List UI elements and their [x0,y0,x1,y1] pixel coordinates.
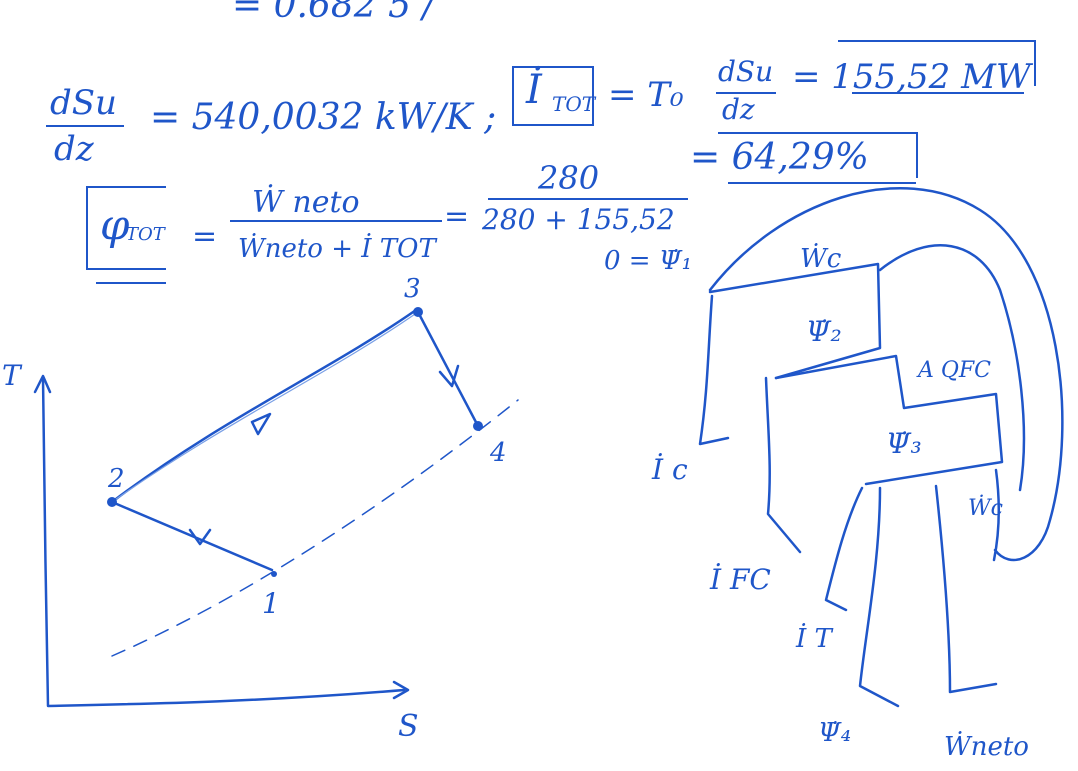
grassmann-wneto: Ẇneto [944,732,1029,762]
s-axis-label: S [398,709,419,744]
grassmann-wc-right: Ẇc [968,496,1003,521]
header-line: = 0.682 5 / [232,0,435,26]
itot-box [512,66,594,126]
grassmann-psi2: Ψ̇₂ [806,315,842,348]
grassmann-jt: İ T [796,624,832,654]
ts-point-3-dot [413,307,423,317]
grassmann-box-wc [708,262,882,380]
ts-point-1-label: 1 [262,587,280,620]
ts-point-4-dot [473,421,483,431]
t-axis-label: T [2,359,21,392]
phi-frac2-num: 280 [538,159,600,197]
grassmann-psi4-leg [858,486,900,708]
phi-frac2-den: 280 + 155,52 [482,203,675,236]
grassmann-jfc: İ FC [710,563,771,596]
itot-result-underline [852,92,1024,94]
process-1-2 [110,500,274,572]
grassmann-jfc-leg [764,376,802,554]
process-2-3 [110,308,418,504]
dsu-value: = 540,0032 kW/K ; [150,97,497,138]
ts-point-2-label: 2 [108,464,125,494]
ts-point-3-label: 3 [404,274,421,304]
itot-frac-den: dz [722,93,755,126]
itot-frac-bar [716,92,776,94]
phi-eq2: = [444,199,470,234]
arrow-2-3 [250,412,272,436]
dsu-den: dz [54,129,94,169]
phi-eq: = [192,219,218,254]
phi-frac-num: Ẇ neto [252,185,360,220]
itot-label: İ [526,67,542,113]
grassmann-loop-outer [708,187,1064,562]
itot-eq: = T₀ [608,75,684,115]
itot-sub: TOT [552,92,596,116]
s-axis-arrowhead [392,680,410,700]
itot-frac-num: dSu [718,55,774,88]
ts-point-4-label: 4 [490,438,507,468]
process-2-3-double [111,311,419,503]
itot-result: = 155,52 MW [792,57,1031,97]
phi-frac-bar [230,220,442,222]
phi-box [86,186,166,270]
ts-point-2-dot [107,497,117,507]
itot-result-frame [838,40,1036,86]
grassmann-jc-leg [698,294,730,446]
grassmann-jt-leg [824,486,864,612]
grassmann-loop-inner [878,244,1026,492]
dsu-frac-bar [46,125,124,127]
dsu-num: dSu [50,83,117,123]
ts-point-1-dot [271,571,277,577]
phi-frac-den: Ẇneto + İ TOT [238,234,436,264]
grassmann-aqfc: A QFC [918,358,992,383]
arrow-3-4 [438,364,460,388]
phi-label: φ [100,200,130,249]
grassmann-wc-leg [992,468,1001,562]
phi-sub: TOT [126,224,165,245]
phi-result-frame [718,132,918,178]
process-3-4 [416,310,480,428]
grassmann-wc-top: Ẇc [800,244,842,274]
isobar-dashed [111,399,519,657]
grassmann-wneto-leg [934,484,998,694]
phi-result-underline [728,182,916,184]
grassmann-inlet-label: 0 = Ψ̇₁ [604,246,693,276]
arrow-1-2 [188,528,212,546]
ts-axes [41,376,406,708]
grassmann-psi3: Ψ̇₃ [886,427,922,460]
phi-underline [96,282,166,284]
t-axis-arrowhead [33,374,52,394]
grassmann-psi4: Ψ̇₄ [818,718,852,748]
phi-result: = 64,29% [690,137,869,178]
phi-frac2-bar [488,198,688,200]
grassmann-jc: İ c [652,453,688,486]
grassmann-box-aqfc [774,354,1004,486]
